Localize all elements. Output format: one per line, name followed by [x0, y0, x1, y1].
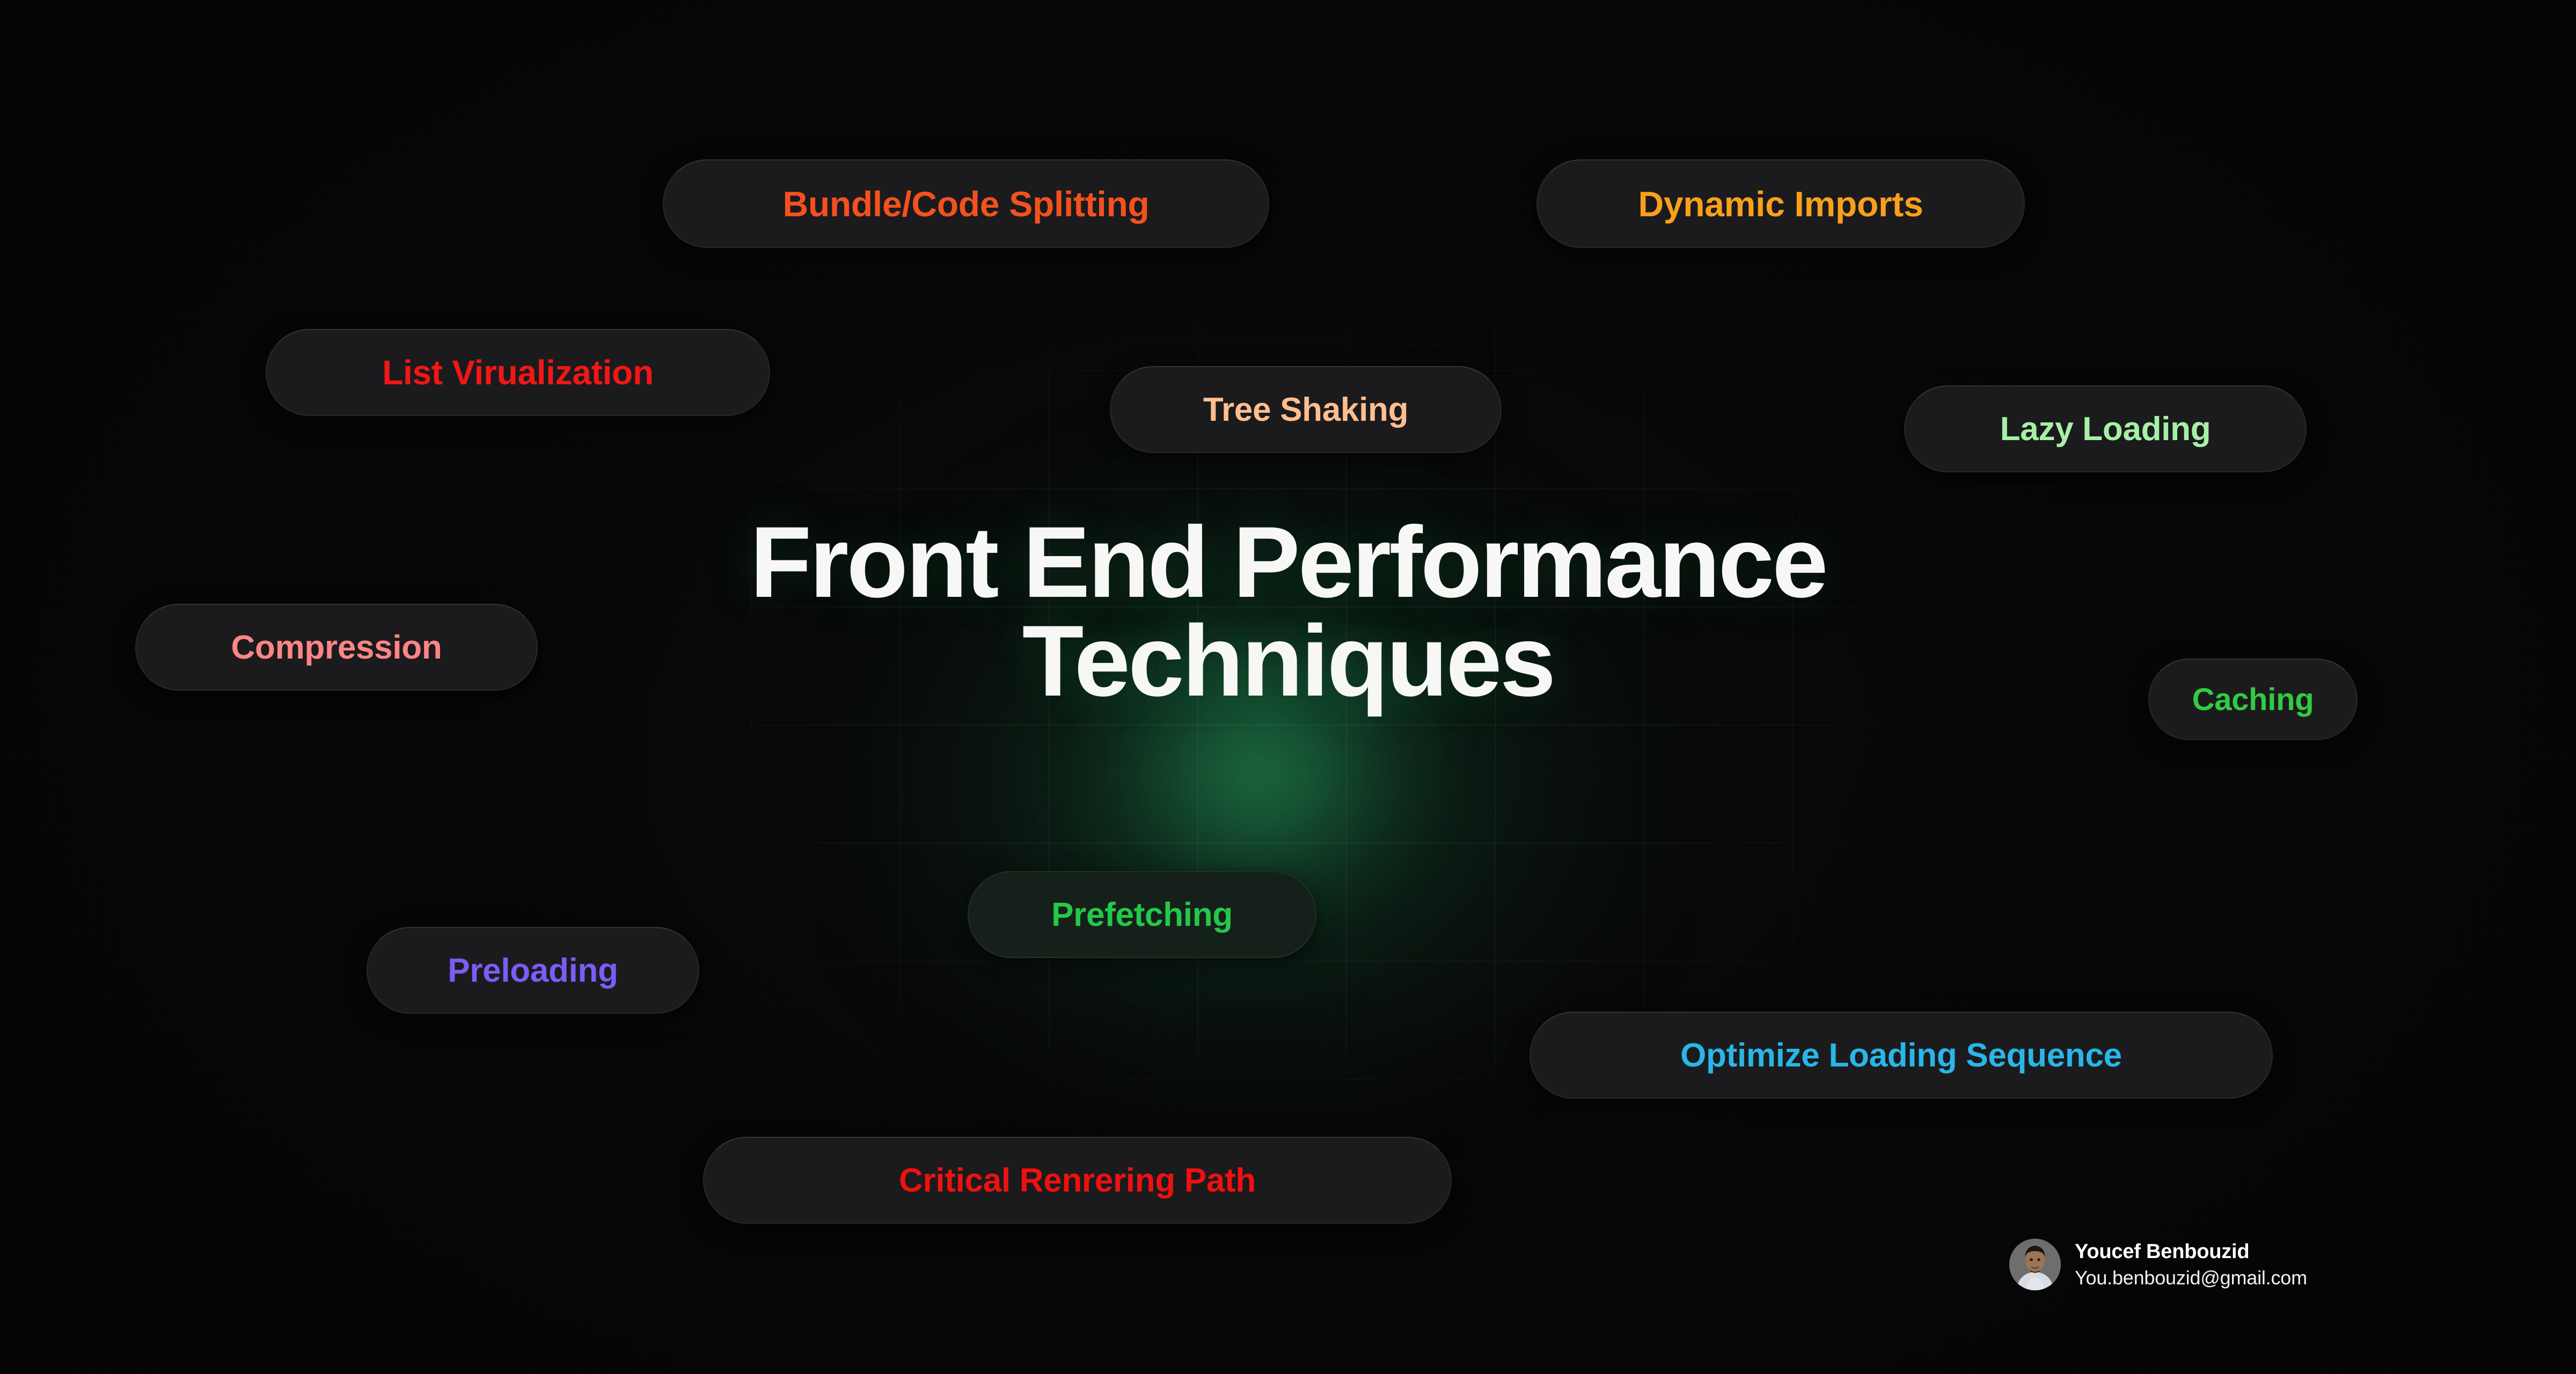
pill-label-dynamic-imports: Dynamic Imports: [1638, 184, 1923, 224]
author-email: You.benbouzid@gmail.com: [2075, 1266, 2307, 1289]
pill-compression[interactable]: Compression: [135, 604, 538, 691]
pill-optimize-loading-sequence[interactable]: Optimize Loading Sequence: [1529, 1012, 2273, 1099]
pill-label-lazy-loading: Lazy Loading: [2000, 410, 2211, 448]
page-title-line-1: Front End Performance: [750, 506, 1828, 618]
page-title: Front End Performance Techniques: [515, 506, 2061, 718]
pill-label-caching: Caching: [2192, 682, 2314, 717]
author-credit: Youcef Benbouzid You.benbouzid@gmail.com: [2009, 1239, 2307, 1290]
pill-label-bundle-code-splitting: Bundle/Code Splitting: [782, 184, 1150, 224]
pill-label-prefetching: Prefetching: [1051, 896, 1233, 933]
pill-caching[interactable]: Caching: [2148, 659, 2358, 740]
pill-list-virtualization[interactable]: List Virualization: [266, 329, 770, 416]
pill-critical-rendering-path[interactable]: Critical Renrering Path: [703, 1137, 1452, 1224]
pill-label-optimize-loading-sequence: Optimize Loading Sequence: [1680, 1036, 2122, 1074]
credit-text: Youcef Benbouzid You.benbouzid@gmail.com: [2075, 1240, 2307, 1289]
pill-dynamic-imports[interactable]: Dynamic Imports: [1536, 159, 2025, 248]
pill-bundle-code-splitting[interactable]: Bundle/Code Splitting: [663, 159, 1269, 248]
pill-label-list-virtualization: List Virualization: [382, 353, 654, 392]
page-title-line-2: Techniques: [1022, 604, 1556, 718]
pill-lazy-loading[interactable]: Lazy Loading: [1904, 385, 2307, 472]
pill-label-preloading: Preloading: [448, 952, 618, 989]
avatar: [2009, 1239, 2061, 1290]
pill-label-critical-rendering-path: Critical Renrering Path: [899, 1161, 1256, 1199]
pill-prefetching[interactable]: Prefetching: [968, 871, 1316, 958]
pill-preloading[interactable]: Preloading: [367, 927, 699, 1014]
pill-label-compression: Compression: [231, 628, 442, 666]
author-name: Youcef Benbouzid: [2075, 1240, 2250, 1263]
pill-tree-shaking[interactable]: Tree Shaking: [1110, 366, 1502, 453]
pill-label-tree-shaking: Tree Shaking: [1203, 391, 1409, 428]
